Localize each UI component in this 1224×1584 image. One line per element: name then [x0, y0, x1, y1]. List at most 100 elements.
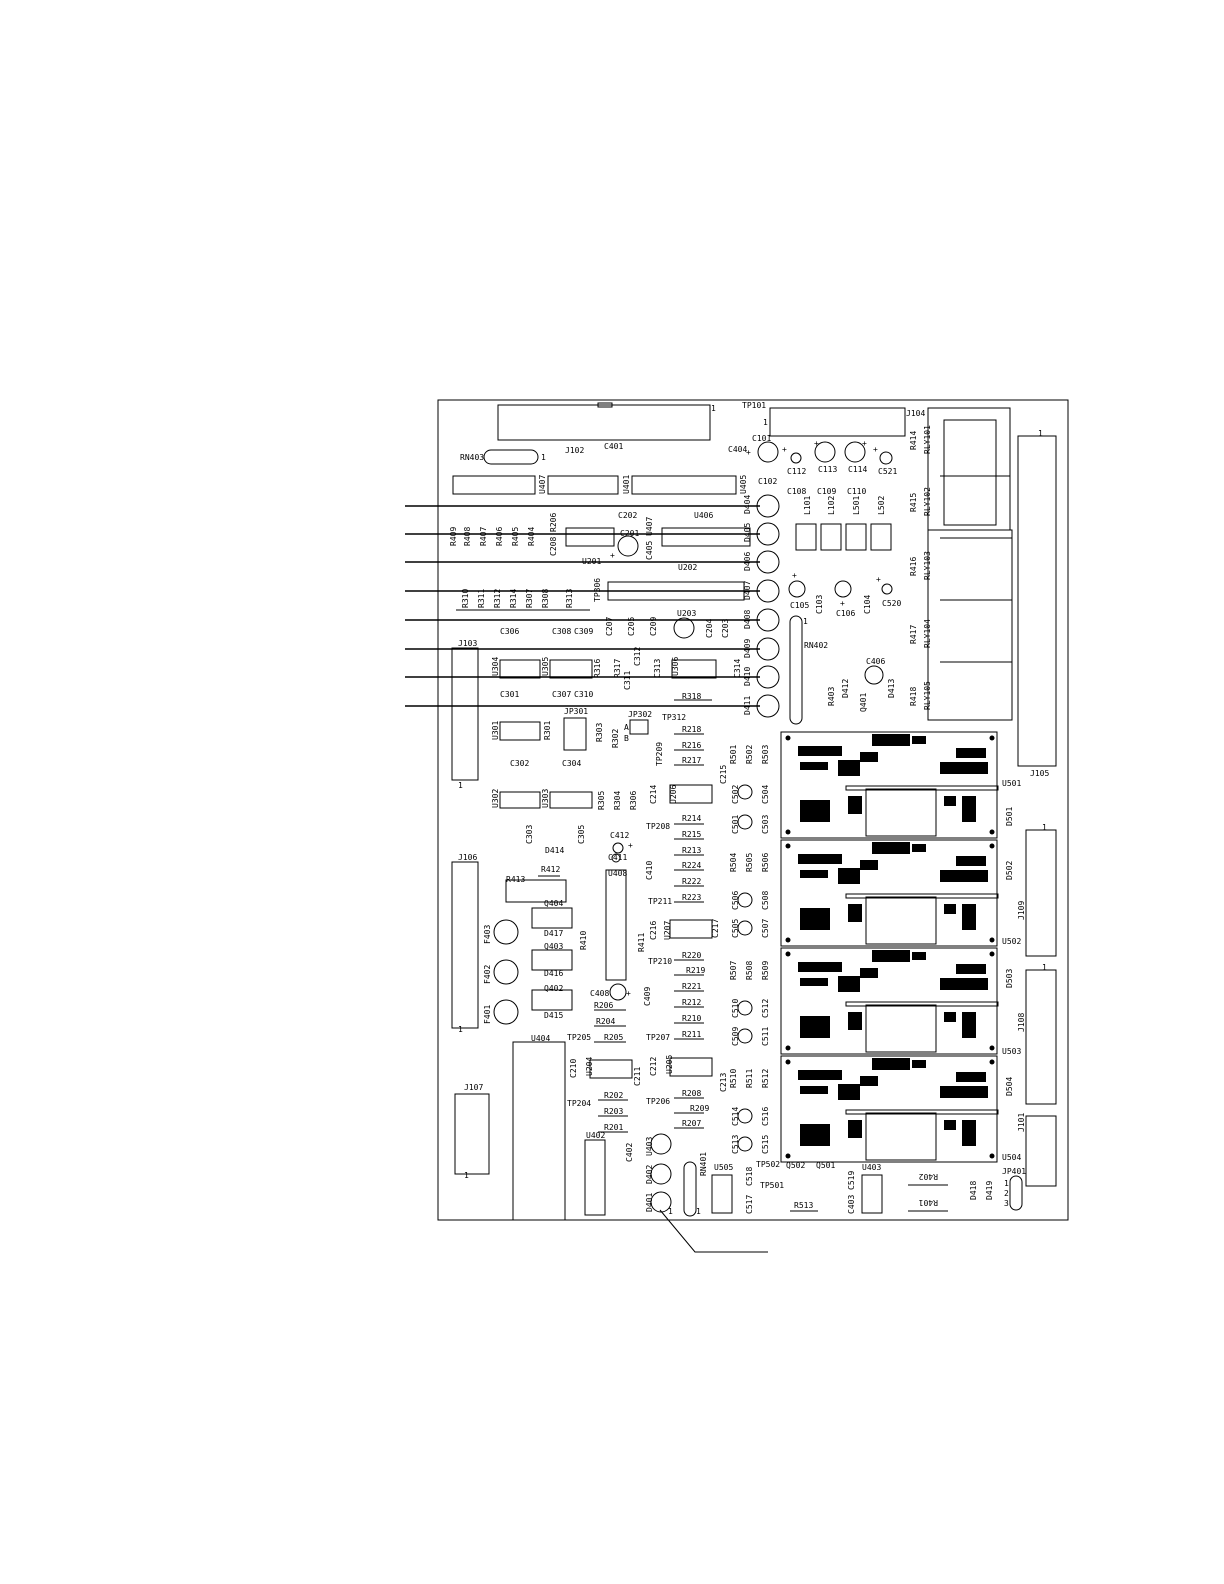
- label-c108: C108: [787, 487, 806, 496]
- label-tp501: TP501: [760, 1181, 784, 1190]
- label-c201: C201: [620, 529, 639, 538]
- label-tp211: TP211: [648, 897, 672, 906]
- label-jp401-2: 2: [1004, 1189, 1009, 1198]
- label-c213: C213: [719, 1073, 728, 1092]
- label-tp208: TP208: [646, 822, 670, 831]
- label-c514: C514: [731, 1107, 740, 1126]
- label-d408: D408: [743, 610, 752, 629]
- label-r410: R410: [579, 931, 588, 950]
- label-u406: U406: [694, 511, 713, 520]
- label-c105: C105: [790, 601, 809, 610]
- label-pin1f: 1: [458, 781, 463, 790]
- label-r211: R211: [682, 1030, 701, 1039]
- label-jp401: JP401: [1002, 1167, 1026, 1176]
- label-jp301: JP301: [564, 707, 588, 716]
- label-d401: D401: [645, 1193, 654, 1212]
- label-u407b: U407: [645, 517, 654, 536]
- label-q502: Q502: [786, 1161, 805, 1170]
- module-1: [780, 731, 999, 839]
- label-r313: R313: [565, 589, 574, 608]
- label-r405: R405: [511, 527, 520, 546]
- label-pin1g: 1: [1042, 823, 1047, 832]
- label-r208: R208: [682, 1089, 701, 1098]
- label-c511: C511: [761, 1027, 770, 1046]
- label-r510: R510: [729, 1069, 738, 1088]
- label-j106: J106: [458, 853, 477, 862]
- label-r203: R203: [604, 1107, 623, 1116]
- label-c103: C103: [815, 595, 824, 614]
- label-c114: C114: [848, 465, 867, 474]
- label-c515: C515: [761, 1135, 770, 1154]
- label-u203: U203: [677, 609, 696, 618]
- label-c516: C516: [761, 1107, 770, 1126]
- label-u403b: U403: [862, 1163, 881, 1172]
- label-j108: J108: [1017, 1013, 1026, 1032]
- label-d407: D407: [743, 581, 752, 600]
- label-r417: R417: [909, 625, 918, 644]
- label-c521: C521: [878, 467, 897, 476]
- label-c104: C104: [863, 595, 872, 614]
- label-r205: R205: [604, 1033, 623, 1042]
- label-u404: U404: [531, 1034, 550, 1043]
- label-jp302: JP302: [628, 710, 652, 719]
- label-c113: C113: [818, 465, 837, 474]
- label-r218: R218: [682, 725, 701, 734]
- label-rly103: RLY103: [923, 551, 932, 580]
- label-c302: C302: [510, 759, 529, 768]
- label-c405: C405: [645, 541, 654, 560]
- label-c509: C509: [731, 1027, 740, 1046]
- label-u303: U303: [541, 789, 550, 808]
- plus-mark: +: [628, 841, 633, 850]
- plus-mark: +: [792, 571, 797, 580]
- label-c214: C214: [649, 785, 658, 804]
- label-l101: L101: [803, 496, 812, 515]
- ic-packages: [451, 475, 1057, 1221]
- label-r509: R509: [761, 961, 770, 980]
- label-c209: C209: [649, 617, 658, 636]
- label-q501: Q501: [816, 1161, 835, 1170]
- label-tp312: TP312: [662, 713, 686, 722]
- label-b: B: [624, 734, 629, 743]
- label-c411: C411: [608, 853, 627, 862]
- label-u204: U204: [585, 1057, 594, 1076]
- label-c517: C517: [745, 1195, 754, 1214]
- label-r503: R503: [761, 745, 770, 764]
- label-c109: C109: [817, 487, 836, 496]
- label-f402: F402: [483, 965, 492, 984]
- label-r501: R501: [729, 745, 738, 764]
- label-d404: D404: [743, 495, 752, 514]
- label-c519: C519: [847, 1171, 856, 1190]
- plus-mark: +: [626, 989, 631, 998]
- plus-mark: +: [610, 551, 615, 560]
- label-u503: U503: [1002, 1047, 1021, 1056]
- label-c502: C502: [731, 785, 740, 804]
- label-a: A: [624, 723, 629, 732]
- label-c501: C501: [731, 815, 740, 834]
- label-rly104: RLY104: [923, 619, 932, 648]
- label-u206: U206: [669, 785, 678, 804]
- label-pin1i: 1: [458, 1025, 463, 1034]
- label-u501: U501: [1002, 779, 1021, 788]
- label-r512: R512: [761, 1069, 770, 1088]
- label-c106: C106: [836, 609, 855, 618]
- label-u504: U504: [1002, 1153, 1021, 1162]
- label-r408: R408: [463, 527, 472, 546]
- label-c101: C101: [752, 434, 771, 443]
- label-r222: R222: [682, 877, 701, 886]
- label-r415: R415: [909, 493, 918, 512]
- label-r418: R418: [909, 687, 918, 706]
- label-u402: U402: [586, 1131, 605, 1140]
- label-q402: Q402: [544, 984, 563, 993]
- label-d503: D503: [1005, 969, 1014, 988]
- label-d504: D504: [1005, 1077, 1014, 1096]
- label-r502: R502: [745, 745, 754, 764]
- label-r316: R316: [593, 659, 602, 678]
- label-pin1b: 1: [763, 418, 768, 427]
- label-r406: R406: [495, 527, 504, 546]
- label-u505: U505: [714, 1163, 733, 1172]
- module-2: [780, 839, 999, 947]
- label-l102: L102: [827, 496, 836, 515]
- label-c412: C412: [610, 831, 629, 840]
- label-j109: J109: [1017, 901, 1026, 920]
- label-c207: C207: [605, 617, 614, 636]
